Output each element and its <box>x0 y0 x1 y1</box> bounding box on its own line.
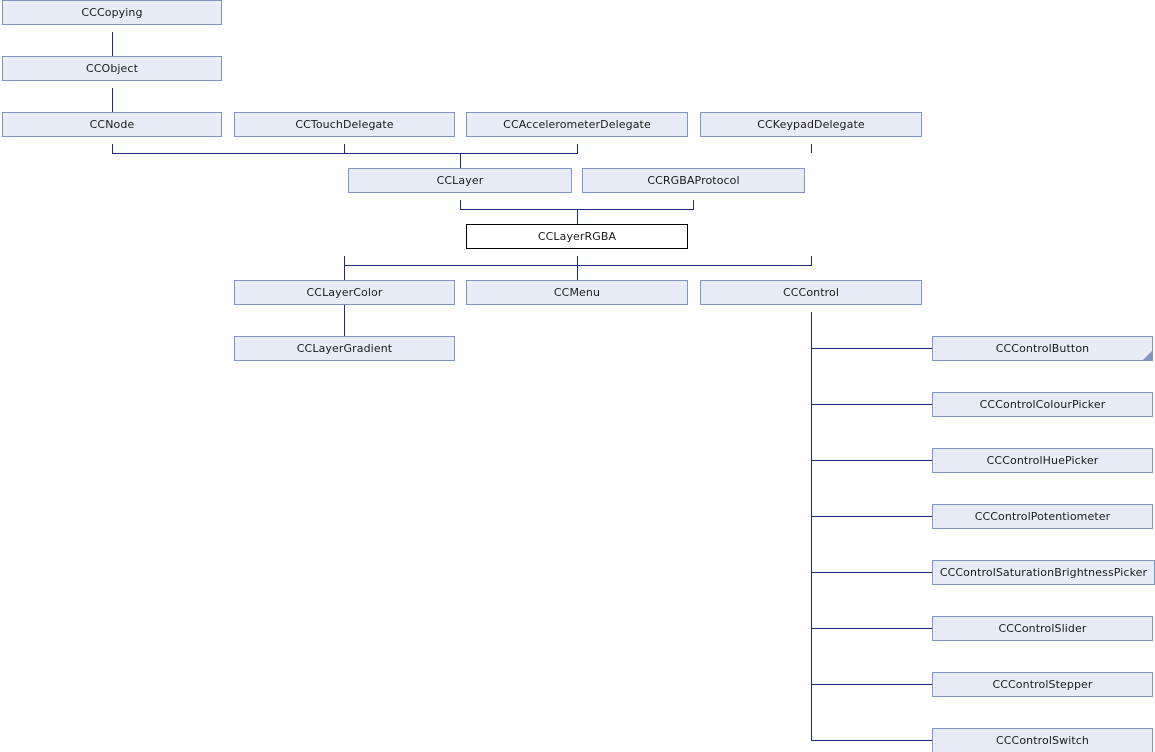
edge-horizontal <box>811 348 932 349</box>
class-node-ccgradient[interactable]: CCLayerGradient <box>234 336 455 361</box>
class-node-label: CCAccelerometerDelegate <box>503 118 651 131</box>
class-node-ctlsatbri[interactable]: CCControlSaturationBrightnessPicker <box>932 560 1155 585</box>
class-node-label: CCLayerColor <box>306 286 383 299</box>
class-node-ccaccel[interactable]: CCAccelerometerDelegate <box>466 112 688 137</box>
edge-horizontal <box>811 628 932 629</box>
class-node-ctlhue[interactable]: CCControlHuePicker <box>932 448 1153 473</box>
class-node-ctlcolour[interactable]: CCControlColourPicker <box>932 392 1153 417</box>
edge-vertical <box>112 144 113 153</box>
class-node-label: CCCopying <box>81 6 143 19</box>
edge-vertical <box>577 256 578 265</box>
edge-horizontal <box>811 460 932 461</box>
class-node-cctouch[interactable]: CCTouchDelegate <box>234 112 455 137</box>
class-node-ctlslider[interactable]: CCControlSlider <box>932 616 1153 641</box>
class-node-label: CCLayerGradient <box>296 342 393 355</box>
edge-horizontal <box>460 209 694 210</box>
class-node-label: CCLayer <box>436 174 484 187</box>
class-node-label: CCControlColourPicker <box>979 398 1106 411</box>
class-node-label: CCControlSaturationBrightnessPicker <box>939 566 1148 579</box>
class-node-cclayercolor[interactable]: CCLayerColor <box>234 280 455 305</box>
edge-horizontal <box>344 265 812 266</box>
class-node-label: CCMenu <box>553 286 601 299</box>
edge-vertical <box>460 200 461 209</box>
edge-horizontal <box>811 684 932 685</box>
class-node-label: CCTouchDelegate <box>295 118 394 131</box>
class-node-ccnode[interactable]: CCNode <box>2 112 222 137</box>
class-node-ctlpot[interactable]: CCControlPotentiometer <box>932 504 1153 529</box>
class-node-ccobject[interactable]: CCObject <box>2 56 222 81</box>
class-node-label: CCRGBAProtocol <box>647 174 740 187</box>
edge-vertical <box>112 32 113 56</box>
class-node-ctlswitch[interactable]: CCControlSwitch <box>932 728 1153 752</box>
edge-vertical <box>344 256 345 265</box>
edge-horizontal <box>811 572 932 573</box>
class-node-ctlstepper[interactable]: CCControlStepper <box>932 672 1153 697</box>
class-node-label: CCKeypadDelegate <box>757 118 865 131</box>
edge-vertical <box>811 144 812 153</box>
edge-vertical <box>344 144 345 153</box>
class-node-label: CCControlSwitch <box>996 734 1089 747</box>
class-node-cclayer[interactable]: CCLayer <box>348 168 572 193</box>
class-node-ccmenu[interactable]: CCMenu <box>466 280 688 305</box>
class-node-ctlbutton[interactable]: CCControlButton <box>932 336 1153 361</box>
edge-vertical <box>693 200 694 209</box>
edge-vertical <box>811 312 812 740</box>
class-node-label: CCLayerRGBA <box>537 230 617 243</box>
class-node-label: CCControlStepper <box>992 678 1093 691</box>
edge-vertical <box>811 256 812 265</box>
edge-vertical <box>112 88 113 112</box>
class-node-label: CCControlHuePicker <box>986 454 1099 467</box>
class-node-cclayerrgba[interactable]: CCLayerRGBA <box>466 224 688 249</box>
edge-horizontal <box>811 404 932 405</box>
class-node-label: CCControlButton <box>995 342 1090 355</box>
edge-vertical <box>460 153 461 168</box>
class-node-label: CCNode <box>89 118 135 131</box>
class-node-label: CCControlSlider <box>998 622 1087 635</box>
class-node-ccrgba[interactable]: CCRGBAProtocol <box>582 168 805 193</box>
edge-horizontal <box>811 516 932 517</box>
class-node-cccopying[interactable]: CCCopying <box>2 0 222 25</box>
edge-vertical <box>577 209 578 224</box>
class-node-label: CCControl <box>782 286 840 299</box>
class-node-cccontrol[interactable]: CCControl <box>700 280 922 305</box>
class-node-label: CCObject <box>86 62 138 75</box>
class-node-cckeypad[interactable]: CCKeypadDelegate <box>700 112 922 137</box>
edge-vertical <box>577 265 578 280</box>
edge-vertical <box>577 144 578 153</box>
class-node-label: CCControlPotentiometer <box>974 510 1111 523</box>
edge-horizontal <box>112 153 578 154</box>
edge-horizontal <box>811 740 932 741</box>
